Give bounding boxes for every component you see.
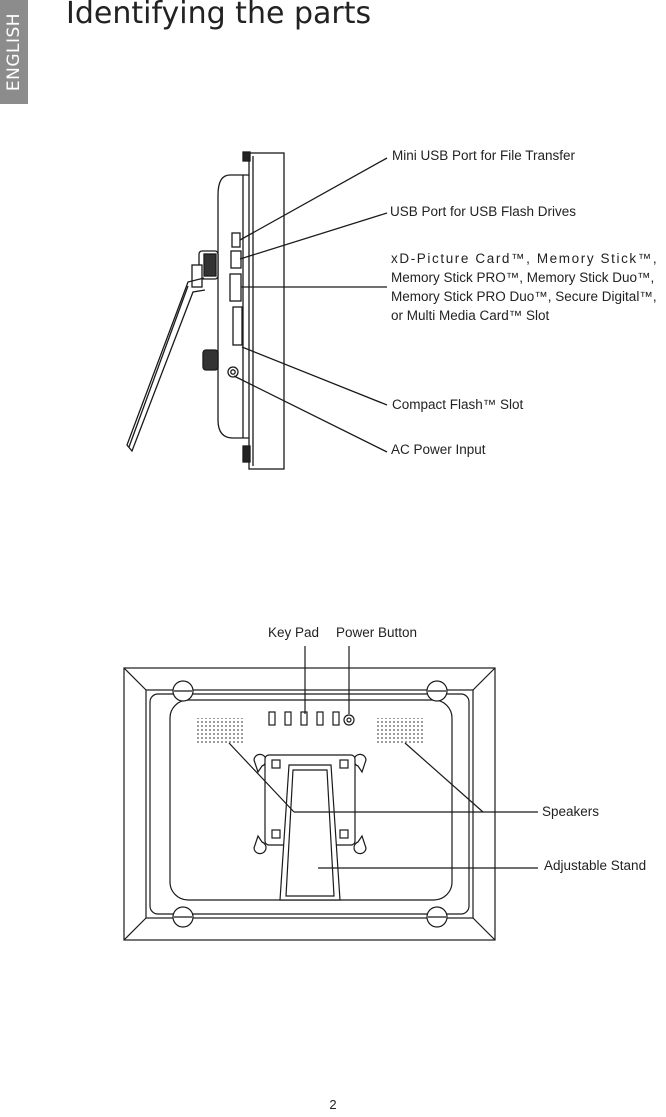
speakers-label: Speakers xyxy=(542,804,600,819)
page-number: 2 xyxy=(329,1097,337,1112)
memory-card-slot-label: xD-Picture Card™, Memory Stick™, Memory … xyxy=(391,249,658,325)
memory-card-line: or Multi Media Card™ Slot xyxy=(391,308,550,323)
adjustable-stand-label: Adjustable Stand xyxy=(544,858,647,873)
language-tab: ENGLISH xyxy=(0,0,28,104)
compact-flash-slot-label: Compact Flash™ Slot xyxy=(392,397,524,412)
page-title: Identifying the parts xyxy=(66,0,372,31)
key-pad-label: Key Pad xyxy=(268,625,320,640)
power-button-label: Power Button xyxy=(336,625,418,640)
back-view-illustration xyxy=(123,646,538,941)
memory-card-line: xD-Picture Card™, Memory Stick™, xyxy=(391,251,659,266)
usb-port-label: USB Port for USB Flash Drives xyxy=(390,204,577,219)
memory-card-line: Memory Stick PRO Duo™, Secure Digital™, xyxy=(391,289,657,304)
ac-power-input-label: AC Power Input xyxy=(391,442,486,457)
memory-card-line: Memory Stick PRO™, Memory Stick Duo™, xyxy=(391,270,655,285)
side-view-illustration xyxy=(126,151,388,470)
mini-usb-port-label: Mini USB Port for File Transfer xyxy=(392,148,576,163)
